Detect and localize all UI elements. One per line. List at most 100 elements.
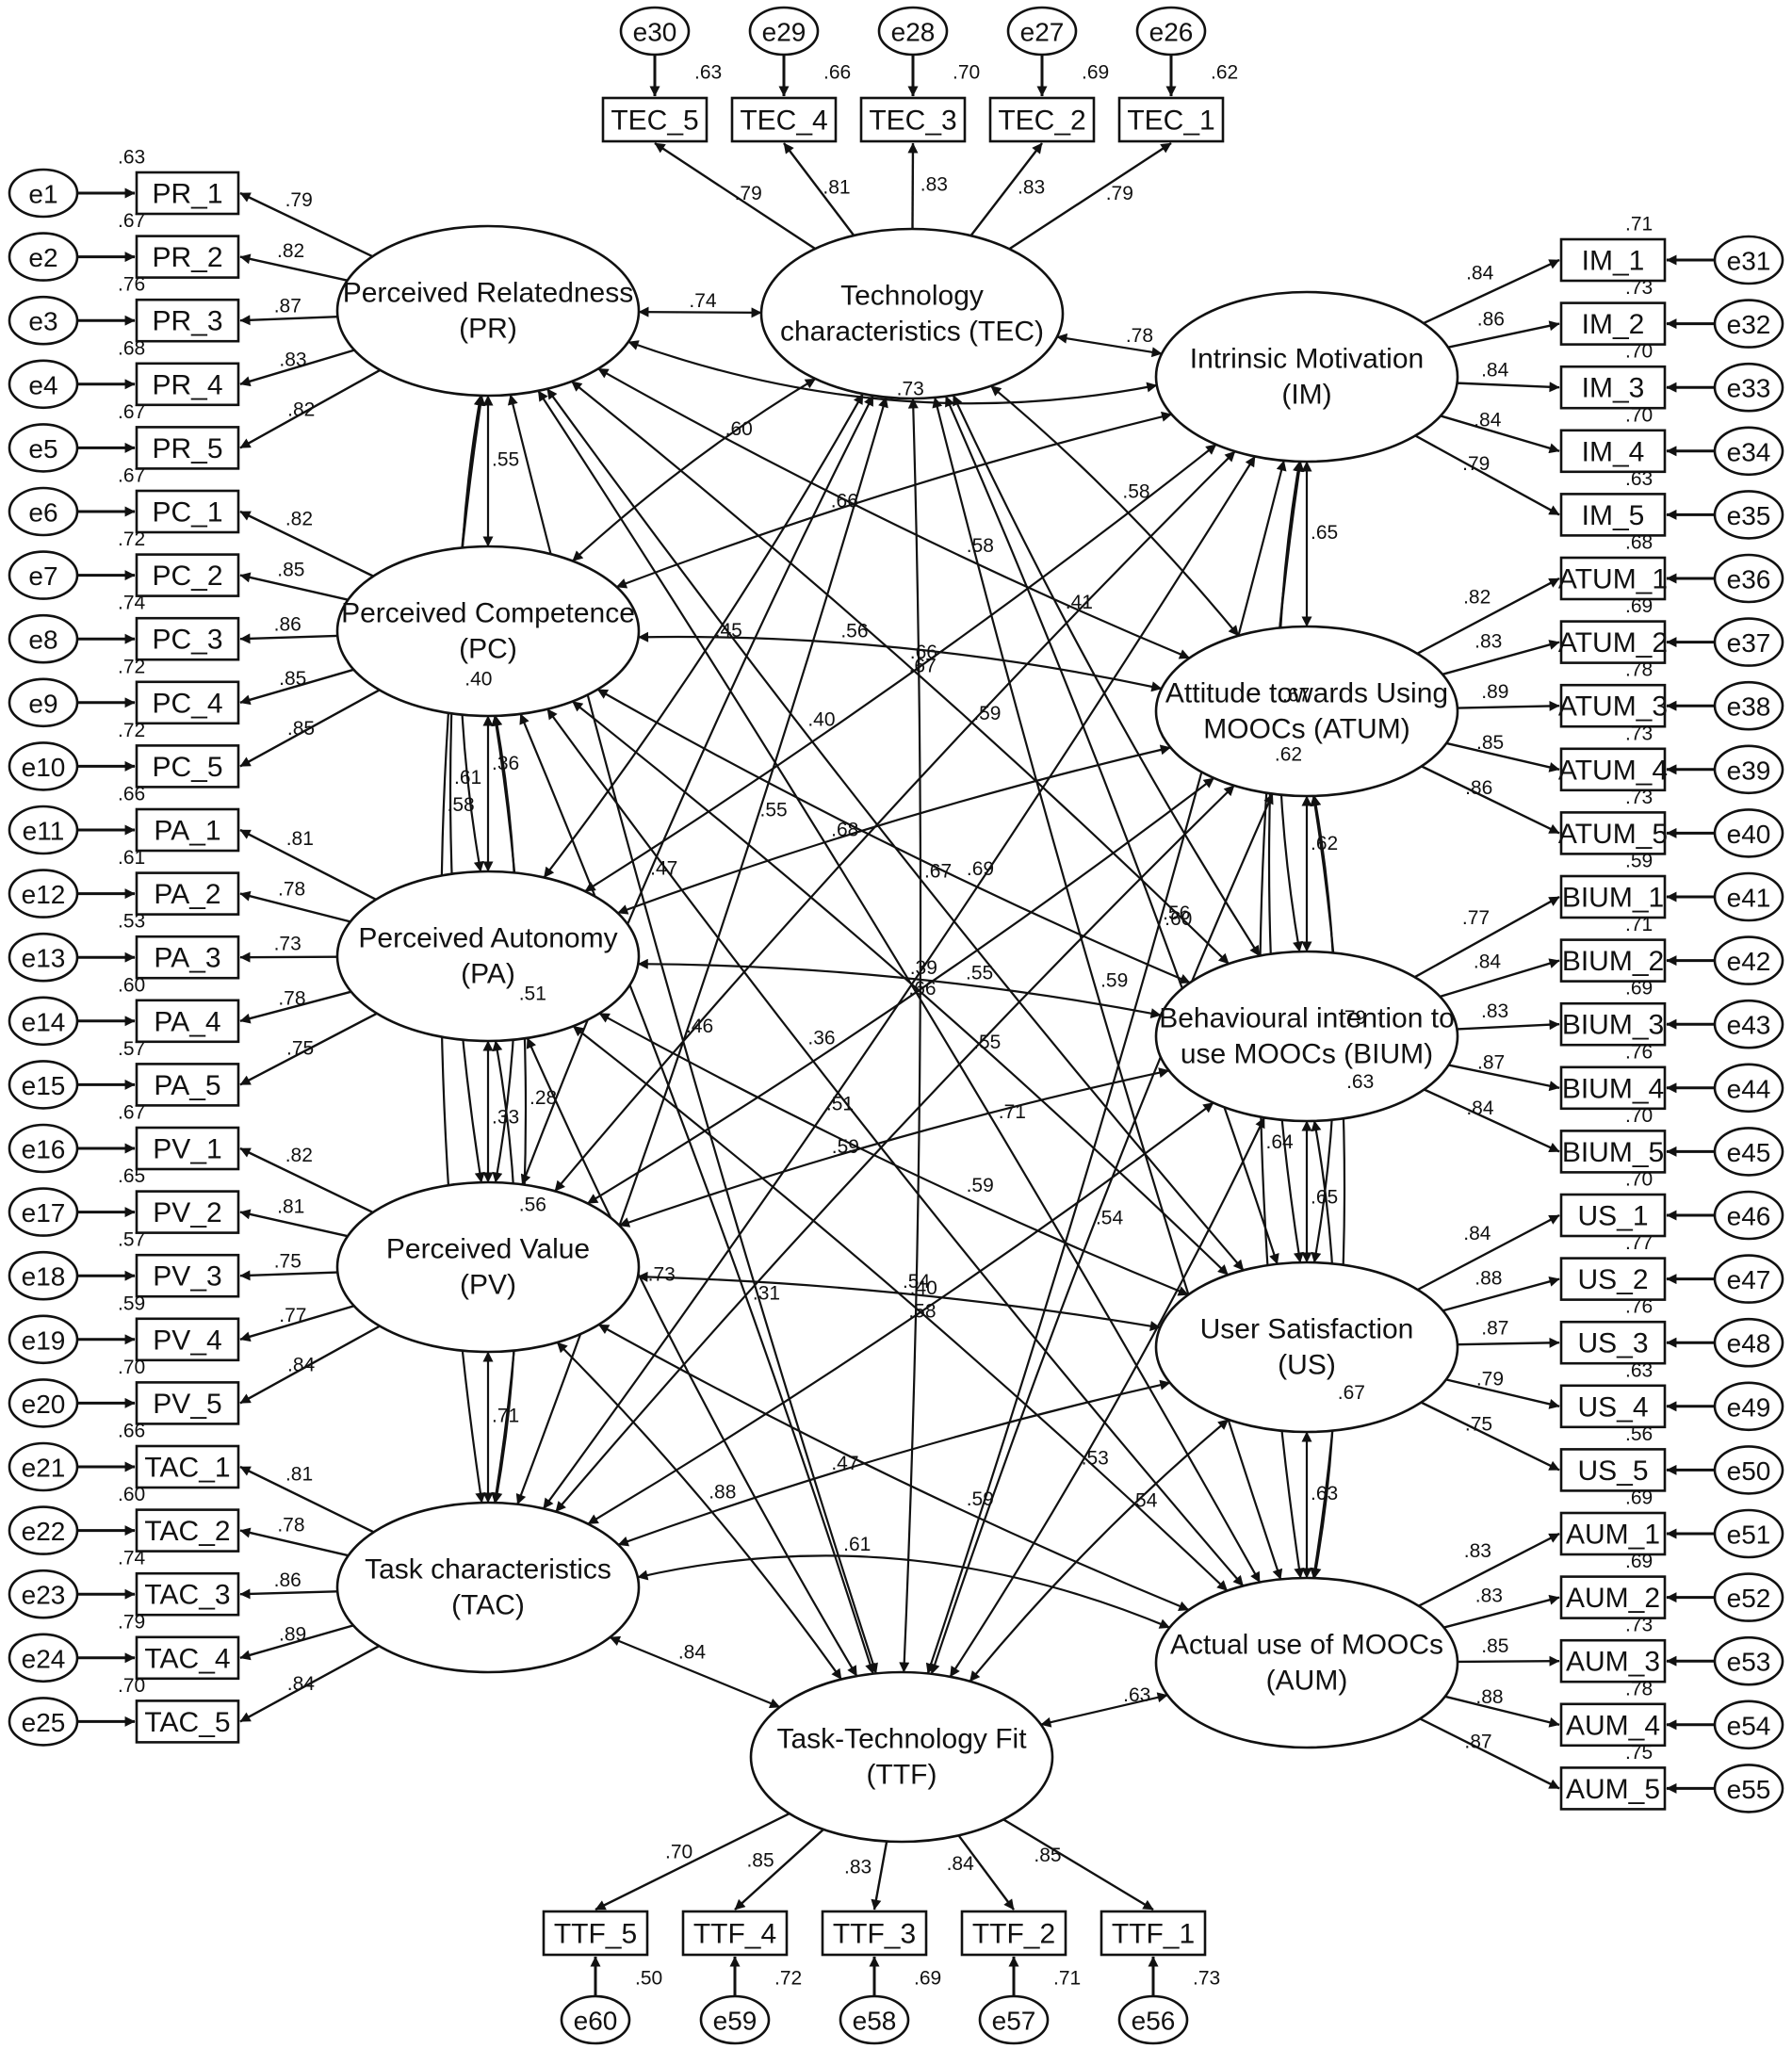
error-label-e30: e30 bbox=[633, 18, 677, 47]
loading-arrow-us-2 bbox=[1442, 1277, 1560, 1312]
error-label-e57: e57 bbox=[992, 2007, 1036, 2036]
item-tec-3-rect bbox=[859, 96, 967, 143]
item-ttf-5-box: TTF_5 bbox=[542, 1910, 649, 1957]
error-label-e22: e22 bbox=[22, 1517, 66, 1546]
loading-arrow-bium-3 bbox=[1457, 1019, 1560, 1031]
covariance-ttf-atum bbox=[929, 793, 1274, 1675]
error-label-e44: e44 bbox=[1727, 1074, 1771, 1103]
error-ellipse-e50 bbox=[1713, 1445, 1784, 1495]
loading-tac-3: .86 bbox=[274, 1569, 301, 1591]
error-label-e46: e46 bbox=[1727, 1202, 1771, 1231]
covariance-value-us-aum: .63 bbox=[1311, 1483, 1338, 1504]
r2-pr-3: .76 bbox=[118, 274, 145, 296]
error-ellipse-e60 bbox=[560, 1994, 631, 2045]
error-ellipse-e15 bbox=[8, 1060, 79, 1110]
error-ellipse-e49 bbox=[1713, 1381, 1784, 1432]
item-pv-4-rect bbox=[135, 1317, 240, 1362]
covariance-tac-aum bbox=[637, 1554, 1170, 1629]
loading-pv-3: .75 bbox=[274, 1251, 301, 1273]
error-ellipse-e43 bbox=[1713, 999, 1784, 1049]
loading-arrow-ttf-1 bbox=[1002, 1818, 1154, 1911]
error-label-e11: e11 bbox=[23, 817, 65, 846]
error-label-e60: e60 bbox=[574, 2007, 618, 2036]
r2-pc-4: .72 bbox=[118, 656, 145, 677]
loading-arrow-ttf-3 bbox=[871, 1841, 888, 1911]
latent-aum-ellipse bbox=[1154, 1576, 1459, 1749]
item-pc-3-box: PC_3 bbox=[135, 616, 240, 661]
item-ttf-2-rect bbox=[960, 1910, 1067, 1957]
error-ellipse-e59 bbox=[699, 1994, 771, 2045]
item-im-2-label: IM_2 bbox=[1582, 309, 1645, 340]
loading-ttf-1: .85 bbox=[1034, 1845, 1061, 1866]
item-ttf-1-rect bbox=[1100, 1910, 1207, 1957]
covariance-value-bium-aum: .67 bbox=[1338, 1382, 1365, 1404]
item-pv-5-rect bbox=[135, 1381, 240, 1425]
error-label-e12: e12 bbox=[22, 880, 66, 909]
loading-arrow-atum-4 bbox=[1445, 741, 1560, 772]
covariance-value-pv-aum: .59 bbox=[967, 1488, 994, 1510]
item-tac-2-rect bbox=[135, 1508, 240, 1553]
error-term-e24: e24 bbox=[8, 1633, 79, 1683]
error-term-e50: e50 bbox=[1713, 1445, 1784, 1495]
error-ellipse-e18 bbox=[8, 1250, 79, 1301]
item-us-5-rect bbox=[1559, 1448, 1667, 1492]
covariance-value-tac-atum: .55 bbox=[973, 1032, 1001, 1053]
item-aum-1-rect bbox=[1559, 1511, 1667, 1556]
loading-arrow-pr-1 bbox=[239, 191, 373, 258]
item-us-4-box: US_4 bbox=[1559, 1384, 1667, 1429]
item-aum-3-label: AUM_3 bbox=[1566, 1647, 1660, 1678]
error-ellipse-e24 bbox=[8, 1633, 79, 1683]
item-im-2-box: IM_2 bbox=[1559, 301, 1667, 346]
latent-aum: Actual use of MOOCs(AUM) bbox=[1154, 1576, 1459, 1749]
covariance-value-tac-bium: .58 bbox=[908, 1301, 936, 1323]
error-label-e54: e54 bbox=[1727, 1711, 1771, 1740]
covariance-value-pr-atum: .58 bbox=[967, 535, 994, 557]
loading-arrow-pv-3 bbox=[239, 1270, 338, 1281]
latent-pa: Perceived Autonomy(PA) bbox=[335, 870, 641, 1043]
r2-pa-2: .61 bbox=[118, 847, 145, 869]
item-pa-5-box: PA_5 bbox=[135, 1063, 240, 1107]
item-aum-3-box: AUM_3 bbox=[1559, 1638, 1667, 1683]
error-term-e10: e10 bbox=[8, 741, 79, 791]
covariance-value-ttf-aum: .63 bbox=[1123, 1684, 1150, 1706]
covariance-value-pr-pv: .61 bbox=[454, 767, 481, 789]
item-atum-4-rect bbox=[1559, 747, 1667, 792]
loading-bium-1: .77 bbox=[1462, 907, 1490, 929]
loading-us-4: .79 bbox=[1476, 1369, 1504, 1390]
loading-arrow-pv-1 bbox=[239, 1146, 374, 1213]
item-us-1-rect bbox=[1559, 1193, 1667, 1238]
error-ellipse-e12 bbox=[8, 869, 79, 919]
loading-ttf-2: .84 bbox=[947, 1853, 975, 1875]
item-ttf-4-label: TTF_4 bbox=[693, 1919, 776, 1950]
error-label-e10: e10 bbox=[22, 753, 66, 782]
loading-arrow-pv-2 bbox=[239, 1209, 349, 1238]
loading-ttf-3: .83 bbox=[844, 1857, 872, 1878]
loading-arrow-im-4 bbox=[1440, 415, 1560, 454]
error-ellipse-e53 bbox=[1713, 1635, 1784, 1686]
item-tec-2-label: TEC_2 bbox=[998, 106, 1085, 137]
error-ellipse-e20 bbox=[8, 1378, 79, 1428]
error-term-e51: e51 bbox=[1713, 1508, 1784, 1559]
covariance-value-pa-pv: .33 bbox=[492, 1107, 519, 1129]
error-term-e21: e21 bbox=[8, 1441, 79, 1492]
item-aum-5-rect bbox=[1559, 1766, 1667, 1811]
loading-us-1: .84 bbox=[1463, 1223, 1491, 1244]
item-us-5-label: US_5 bbox=[1577, 1455, 1648, 1487]
loading-arrow-im-3 bbox=[1457, 382, 1560, 393]
error-label-e35: e35 bbox=[1727, 501, 1771, 530]
error-term-e58: e58 bbox=[839, 1994, 910, 2045]
covariance-value-pv-us: .54 bbox=[903, 1271, 931, 1293]
error-term-e46: e46 bbox=[1713, 1190, 1784, 1241]
error-ellipse-e37 bbox=[1713, 617, 1784, 667]
covariance-layer bbox=[439, 306, 1346, 1728]
item-tec-2-rect bbox=[988, 96, 1096, 143]
item-tac-1-rect bbox=[135, 1444, 240, 1489]
loading-im-2: .86 bbox=[1477, 308, 1505, 330]
item-ttf-5-rect bbox=[542, 1910, 649, 1957]
error-label-e52: e52 bbox=[1727, 1584, 1771, 1613]
item-pv-4-label: PV_4 bbox=[153, 1325, 221, 1356]
error-term-e49: e49 bbox=[1713, 1381, 1784, 1432]
